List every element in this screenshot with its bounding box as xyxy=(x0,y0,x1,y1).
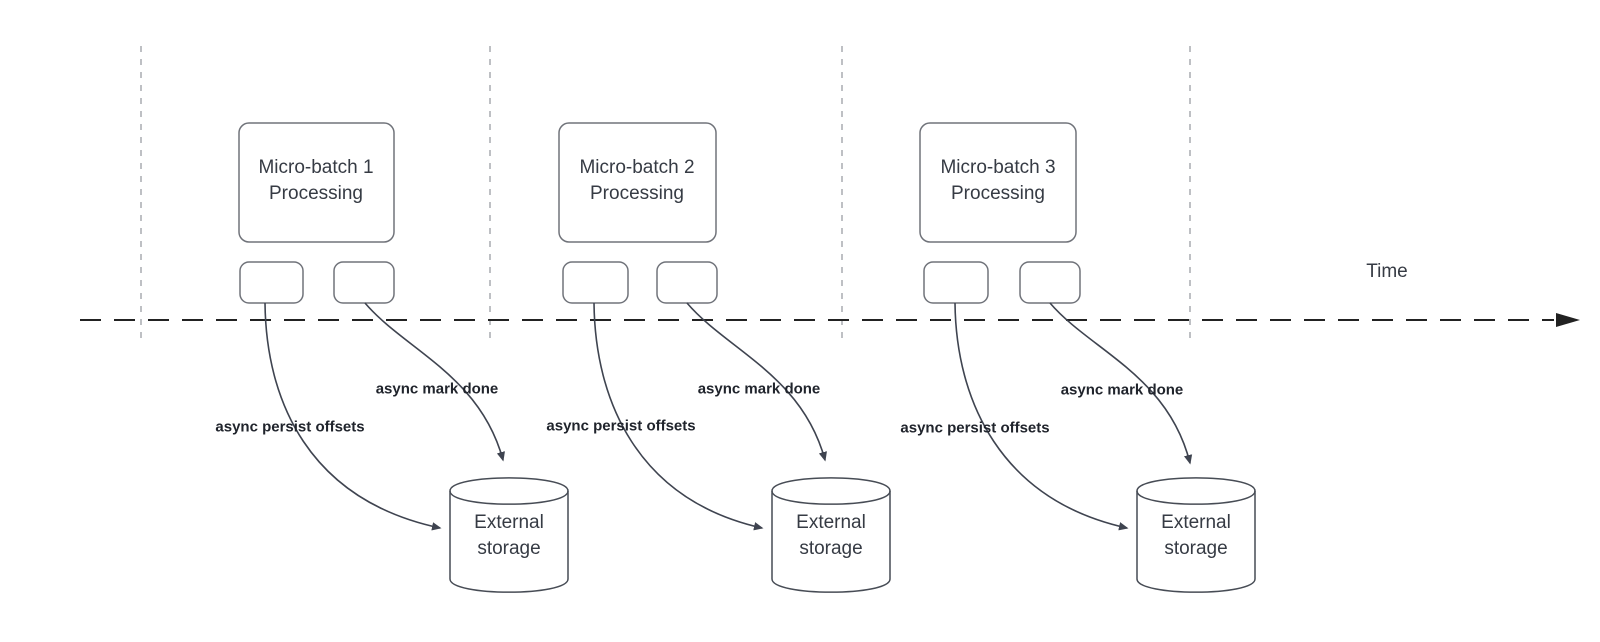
micro-batch-2-label: Micro-batch 2 Processing xyxy=(579,157,695,204)
persist-offsets-arrow-1 xyxy=(264,302,442,531)
external-storage-cylinder-2-rim xyxy=(771,490,891,505)
micro-batch-2-markdone-task-box xyxy=(656,261,718,304)
micro-batch-1-box xyxy=(238,122,395,243)
mark-done-arrow-3 xyxy=(1049,302,1193,465)
persist-offsets-label-2: async persist offsets xyxy=(546,417,696,435)
external-storage-cylinder-1 xyxy=(449,477,569,593)
time-axis-label: Time xyxy=(1366,261,1408,282)
mark-done-label-1: async mark done xyxy=(375,380,499,398)
persist-offsets-arrow-2 xyxy=(593,302,764,531)
micro-batch-1-offset-task-box xyxy=(239,261,304,304)
external-storage-cylinder-3 xyxy=(1136,477,1256,593)
micro-batch-2-offset-task-box xyxy=(562,261,629,304)
mark-done-arrow-1 xyxy=(364,302,505,462)
external-storage-cylinder-3-rim xyxy=(1136,490,1256,505)
timeline-arrowhead-icon xyxy=(1556,313,1580,327)
persist-offsets-arrow-3 xyxy=(954,302,1129,531)
external-storage-cylinder-1-rim xyxy=(449,490,569,505)
micro-batch-2-box xyxy=(558,122,717,243)
mark-done-label-3: async mark done xyxy=(1060,381,1184,399)
persist-offsets-label-3: async persist offsets xyxy=(900,419,1050,437)
mark-done-arrow-2 xyxy=(686,302,827,462)
external-storage-label-1: External storage xyxy=(474,512,544,559)
micro-batch-3-box xyxy=(919,122,1077,243)
micro-batch-1-markdone-task-box xyxy=(333,261,395,304)
micro-batch-1-label: Micro-batch 1 Processing xyxy=(258,157,374,204)
persist-offsets-label-1: async persist offsets xyxy=(215,418,365,436)
micro-batch-3-offset-task-box xyxy=(923,261,989,304)
mark-done-label-2: async mark done xyxy=(697,380,821,398)
micro-batch-3-markdone-task-box xyxy=(1019,261,1081,304)
external-storage-label-2: External storage xyxy=(796,512,866,559)
micro-batch-3-label: Micro-batch 3 Processing xyxy=(940,157,1056,204)
external-storage-label-3: External storage xyxy=(1161,512,1231,559)
external-storage-cylinder-2 xyxy=(771,477,891,593)
